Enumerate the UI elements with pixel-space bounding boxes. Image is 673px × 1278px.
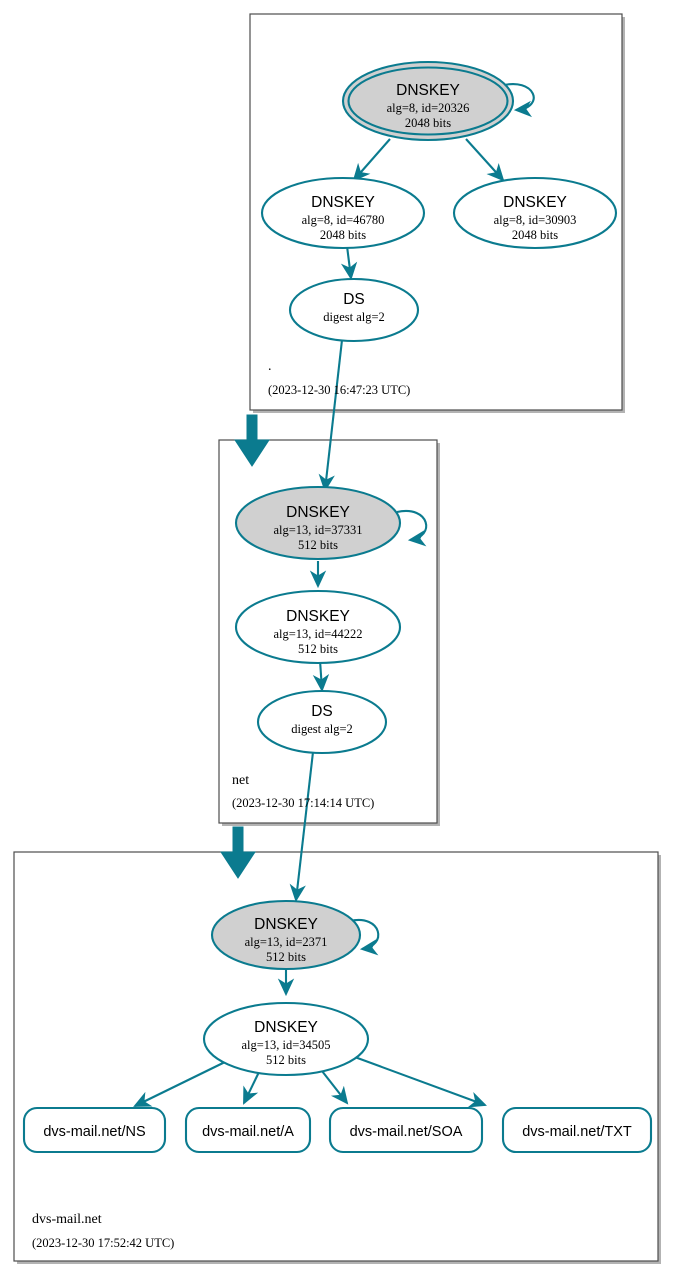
zone-label-dvs-mail-net: dvs-mail.net <box>32 1212 102 1227</box>
edge-root-ksk-to-46780 <box>352 138 391 182</box>
rrset-label: dvs-mail.net/A <box>202 1124 294 1140</box>
edge-root-ds-to-net-ksk <box>318 339 344 493</box>
rrset-label: dvs-mail.net/TXT <box>522 1124 632 1140</box>
node-detail-line-2: 512 bits <box>266 950 306 964</box>
node-dnskey-net-zsk-44222[interactable]: DNSKEY alg=13, id=44222 512 bits <box>234 589 402 665</box>
zone-label-net: net <box>232 773 249 788</box>
node-detail-line-1: digest alg=2 <box>323 310 385 324</box>
node-ellipse <box>210 899 362 971</box>
node-dnskey-net-ksk-37331[interactable]: DNSKEY alg=13, id=37331 512 bits <box>234 485 402 561</box>
node-detail-line-1: alg=8, id=20326 <box>387 101 470 115</box>
node-detail-line-1: digest alg=2 <box>291 722 353 736</box>
rrset-box-a[interactable]: dvs-mail.net/A <box>184 1106 312 1154</box>
node-type-label: DS <box>311 703 333 720</box>
node-detail-line-1: alg=13, id=44222 <box>273 627 362 641</box>
node-detail-line-1: alg=13, id=34505 <box>241 1038 330 1052</box>
node-type-label: DS <box>343 291 365 308</box>
trust-anchor-inner-ellipse <box>347 66 509 136</box>
node-detail-line-1: alg=13, id=2371 <box>245 935 328 949</box>
edge-root-46780-to-ds <box>340 245 358 281</box>
edge-net-zsk-to-ds <box>312 659 330 693</box>
node-detail-line-2: 2048 bits <box>320 228 366 242</box>
node-ellipse <box>202 1001 370 1077</box>
node-dnskey-root-zsk-46780[interactable]: DNSKEY alg=8, id=46780 2048 bits <box>260 176 426 250</box>
node-ellipse <box>260 176 426 250</box>
node-type-label: DNSKEY <box>286 504 350 521</box>
edge-self-sign-dvs-ksk <box>349 918 380 956</box>
node-detail-line-2: 512 bits <box>298 538 338 552</box>
node-dnskey-dvs-ksk-2371[interactable]: DNSKEY alg=13, id=2371 512 bits <box>210 899 362 971</box>
node-type-label: DNSKEY <box>254 916 318 933</box>
edge-self-sign-root-ksk <box>499 83 535 118</box>
node-dnskey-dvs-zsk-34505[interactable]: DNSKEY alg=13, id=34505 512 bits <box>202 1001 370 1077</box>
node-ds-net-to-dvs[interactable]: DS digest alg=2 <box>256 689 388 755</box>
node-ds-root-to-net[interactable]: DS digest alg=2 <box>288 277 420 343</box>
node-type-label: DNSKEY <box>311 194 375 211</box>
node-detail-line-2: 2048 bits <box>405 116 451 130</box>
rrset-label: dvs-mail.net/NS <box>43 1124 145 1140</box>
node-dnskey-root-zsk-30903[interactable]: DNSKEY alg=8, id=30903 2048 bits <box>452 176 618 250</box>
node-detail-line-2: 2048 bits <box>512 228 558 242</box>
edge-dvs-zsk-to-rrset-ns <box>133 1061 226 1107</box>
rrset-rect <box>501 1106 653 1154</box>
node-type-label: DNSKEY <box>396 82 460 99</box>
node-detail-line-1: alg=8, id=46780 <box>302 213 385 227</box>
rrset-rect <box>22 1106 167 1154</box>
node-ellipse <box>256 689 388 755</box>
rrset-box-soa[interactable]: dvs-mail.net/SOA <box>328 1106 484 1154</box>
edge-dvs-zsk-to-rrset-txt <box>351 1055 487 1108</box>
node-detail-line-1: alg=8, id=30903 <box>494 213 577 227</box>
delegation-arrow-root-to-net <box>234 414 270 467</box>
rrset-box-txt[interactable]: dvs-mail.net/TXT <box>501 1106 653 1154</box>
node-type-label: DNSKEY <box>286 608 350 625</box>
zone-label-root: . <box>268 359 272 374</box>
node-ellipse <box>452 176 618 250</box>
zone-timestamp-root: (2023-12-30 16:47:23 UTC) <box>268 383 410 397</box>
node-detail-line-2: 512 bits <box>266 1053 306 1067</box>
node-detail-line-1: alg=13, id=37331 <box>273 523 362 537</box>
zone-timestamp-net: (2023-12-30 17:14:14 UTC) <box>232 796 374 810</box>
node-detail-line-2: 512 bits <box>298 642 338 656</box>
node-ellipse <box>234 589 402 665</box>
edge-root-ksk-to-30903 <box>465 138 505 182</box>
node-dnskey-root-ksk-20326[interactable]: DNSKEY alg=8, id=20326 2048 bits <box>341 60 515 142</box>
zone-timestamp-dvs-mail-net: (2023-12-30 17:52:42 UTC) <box>32 1236 174 1250</box>
rrset-rect <box>328 1106 484 1154</box>
edge-net-ds-to-dvs-ksk <box>289 751 315 903</box>
edge-self-sign-net-ksk <box>396 509 428 547</box>
edge-dvs-zsk-to-rrset-soa <box>321 1070 349 1105</box>
node-type-label: DNSKEY <box>254 1019 318 1036</box>
node-ellipse <box>234 485 402 561</box>
rrset-label: dvs-mail.net/SOA <box>350 1124 463 1140</box>
rrset-box-ns[interactable]: dvs-mail.net/NS <box>22 1106 167 1154</box>
rrset-rect <box>184 1106 312 1154</box>
delegation-arrow-net-to-dvs <box>220 826 256 879</box>
node-ellipse <box>288 277 420 343</box>
edge-dvs-zsk-to-rrset-a <box>243 1071 260 1105</box>
node-type-label: DNSKEY <box>503 194 567 211</box>
